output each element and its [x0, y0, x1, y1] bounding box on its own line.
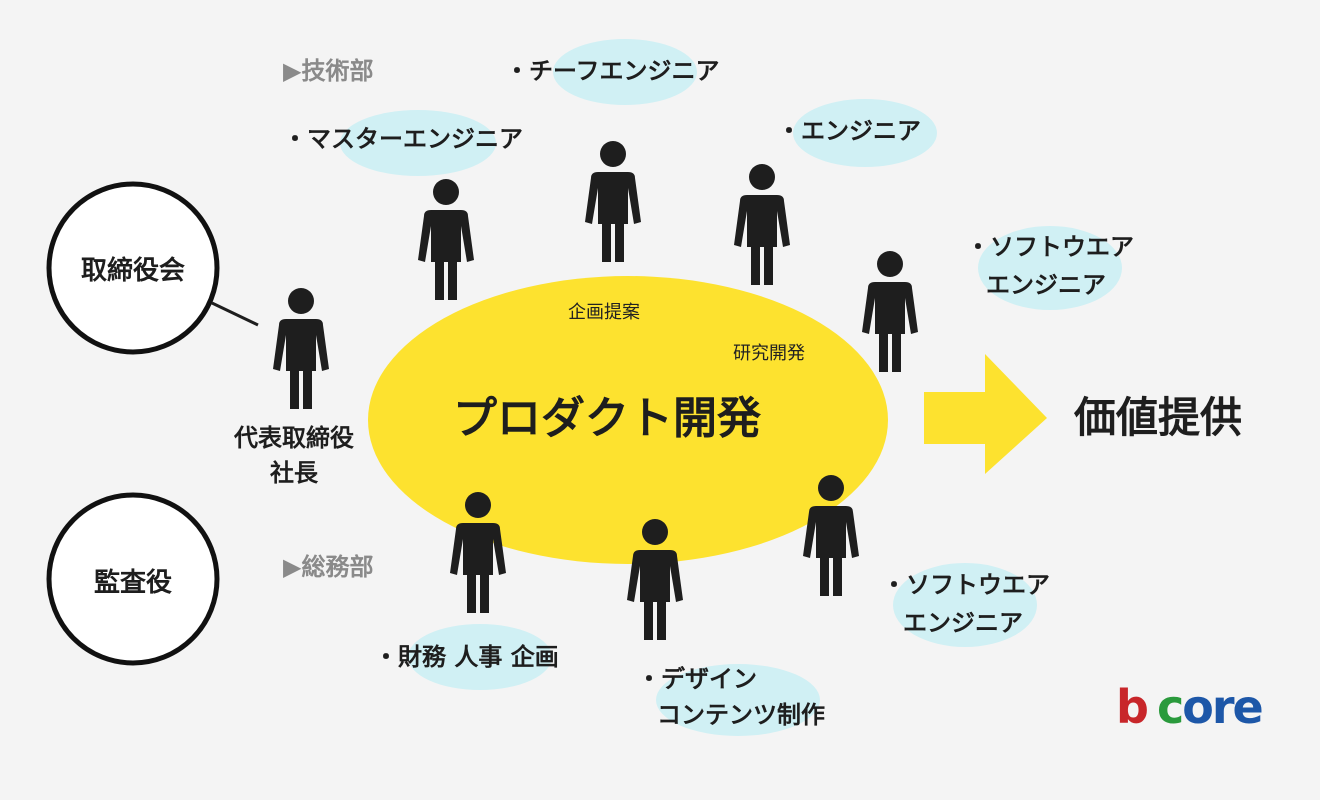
person-finance — [450, 492, 506, 613]
board-circle — [46, 181, 220, 355]
role-design-line2: コンテンツ制作 — [657, 701, 825, 729]
people-group — [273, 141, 918, 640]
highlight-finance — [408, 624, 552, 690]
role-chief-engineer: ・チーフエンジニア — [505, 57, 720, 85]
value-arrow — [924, 354, 1047, 474]
highlight-engineer — [793, 99, 937, 167]
highlight-master — [340, 110, 496, 176]
auditor-label: 監査役 — [93, 568, 172, 598]
role-design-line1: ・デザイン — [637, 665, 757, 693]
sub-research: 研究開発 — [733, 343, 805, 364]
product-ellipse — [368, 276, 888, 564]
highlight-software-1 — [978, 226, 1122, 310]
logo-letter-b: b — [1116, 680, 1149, 734]
logo-letter-c: c — [1156, 680, 1184, 734]
role-master-engineer: ・マスターエンジニア — [283, 125, 523, 153]
value-label: 価値提供 — [1074, 393, 1243, 442]
logo-letter-o: o — [1182, 680, 1214, 734]
dept-general: ▶総務部 — [283, 553, 374, 581]
role-software-engineer-2-line1: ・ソフトウエア — [882, 571, 1050, 599]
person-software-engineer-1 — [862, 251, 918, 372]
board-connector-line — [211, 301, 259, 327]
person-software-engineer-2 — [803, 475, 859, 596]
logo-letter-r: r — [1211, 680, 1235, 734]
person-ceo — [273, 288, 329, 409]
highlight-software-2 — [893, 563, 1037, 647]
ceo-title-line2: 社長 — [270, 459, 318, 487]
role-software-engineer-1-line2: エンジニア — [986, 271, 1106, 299]
logo-letter-e: e — [1232, 680, 1264, 734]
highlight-design — [656, 664, 820, 736]
role-software-engineer-1-line1: ・ソフトウエア — [966, 233, 1134, 261]
role-engineer: ・エンジニア — [777, 117, 921, 145]
person-design — [627, 519, 683, 640]
dept-tech: ▶技術部 — [283, 57, 374, 85]
board-label: 取締役会 — [80, 256, 185, 286]
highlight-chief — [553, 39, 697, 105]
auditor-circle — [46, 492, 220, 666]
product-development-title: プロダクト開発 — [453, 393, 761, 444]
role-software-engineer-2-line2: エンジニア — [903, 609, 1023, 637]
person-chief-engineer — [585, 141, 641, 262]
person-master-engineer — [418, 179, 474, 300]
sub-planning: 企画提案 — [568, 302, 640, 323]
ceo-title-line1: 代表取締役 — [234, 424, 354, 452]
person-engineer — [734, 164, 790, 285]
role-finance: ・財務 人事 企画 — [374, 643, 559, 671]
